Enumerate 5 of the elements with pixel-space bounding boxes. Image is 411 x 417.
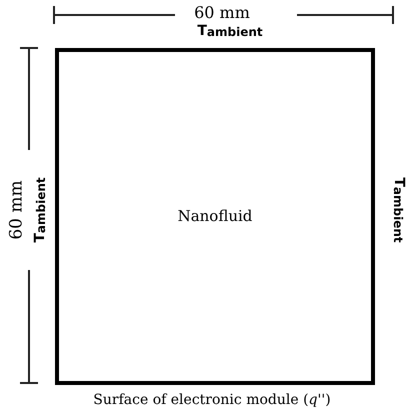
caption-text: Surface of electronic module (q'') bbox=[93, 393, 331, 407]
cavity-box bbox=[55, 48, 375, 385]
fluid-label: Nanofluid bbox=[176, 207, 254, 225]
dimension-label: 60 mm bbox=[8, 180, 26, 240]
dimension-label: 60 mm bbox=[194, 5, 250, 21]
